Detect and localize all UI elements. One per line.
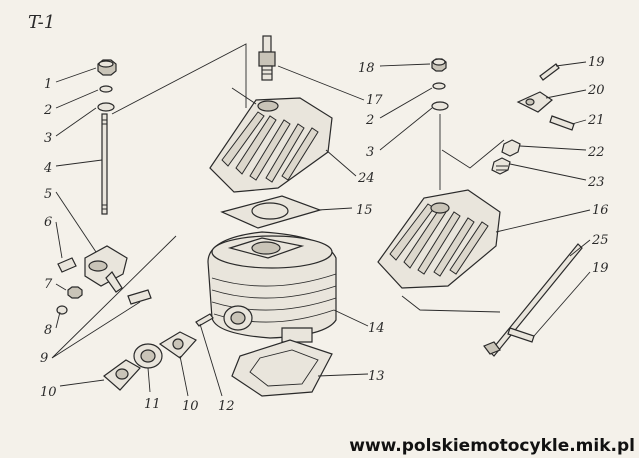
label-13: 13	[368, 369, 385, 384]
nut-part-7	[67, 286, 83, 299]
label-15: 15	[356, 203, 373, 218]
exhaust-clamp-part-5	[84, 245, 128, 293]
label-1: 1	[44, 77, 52, 92]
website-footer: www.polskiemotocykle.mik.pl	[349, 436, 635, 456]
label-3-left: 3	[44, 131, 52, 146]
label-3-right: 3	[366, 145, 374, 160]
cylinder-head-part-16	[377, 189, 501, 289]
base-gasket-part-13	[231, 339, 333, 397]
diagram-title: T-1	[28, 12, 55, 33]
label-14: 14	[368, 321, 385, 336]
gasket-part-10-right	[158, 331, 197, 359]
washer-part-2-left	[99, 85, 113, 93]
label-21: 21	[587, 113, 605, 128]
washer-part-3-left	[97, 102, 115, 112]
washer-part-8	[56, 305, 68, 315]
label-4: 4	[43, 161, 52, 176]
cylinder-head-part-24	[209, 97, 333, 193]
bracket-part-20	[516, 91, 553, 113]
nut-part-1	[97, 59, 117, 76]
label-8: 8	[44, 323, 52, 338]
label-23: 23	[587, 175, 605, 190]
label-7: 7	[44, 277, 53, 292]
washer-part-3-right	[431, 101, 449, 111]
label-12: 12	[218, 399, 235, 414]
label-9: 9	[40, 351, 48, 366]
screw-part-19-top	[539, 63, 560, 81]
screw-part-19-bottom	[507, 327, 535, 343]
spring-part-22	[501, 139, 521, 157]
spring-part-23	[491, 157, 511, 175]
spark-plug-part-17	[258, 35, 276, 81]
label-19-bottom: 19	[592, 261, 609, 276]
head-gasket-part-15	[220, 195, 322, 229]
gasket-part-10-left	[103, 359, 141, 391]
stud-part-12	[195, 313, 214, 327]
label-11: 11	[144, 397, 161, 412]
label-19-top: 19	[588, 55, 605, 70]
label-2-right: 2	[365, 113, 374, 128]
label-10-left: 10	[40, 385, 57, 400]
label-22: 22	[587, 145, 605, 160]
label-2-left: 2	[43, 103, 52, 118]
label-17: 17	[366, 93, 383, 108]
label-24: 24	[357, 171, 375, 186]
flange-part-11	[133, 343, 163, 369]
nut-part-18	[431, 58, 447, 72]
pin-part-6	[57, 257, 77, 273]
bolt-part-25	[483, 243, 583, 357]
label-10-right: 10	[182, 399, 199, 414]
label-16: 16	[592, 203, 609, 218]
label-25: 25	[591, 233, 609, 248]
label-5: 5	[44, 187, 52, 202]
part-labels: 1 2 3 4 5 6 7 8 9 10 11 10 12 13 14 15 1…	[40, 55, 609, 414]
pin-part-9	[127, 289, 152, 305]
label-20: 20	[587, 83, 605, 98]
washer-part-2-right	[432, 82, 446, 90]
screw-part-21	[549, 115, 575, 131]
label-6: 6	[44, 215, 52, 230]
cylinder-part-14	[207, 231, 337, 343]
leader-lines	[51, 43, 591, 397]
stud-part-4	[101, 113, 108, 215]
label-18: 18	[358, 61, 375, 76]
